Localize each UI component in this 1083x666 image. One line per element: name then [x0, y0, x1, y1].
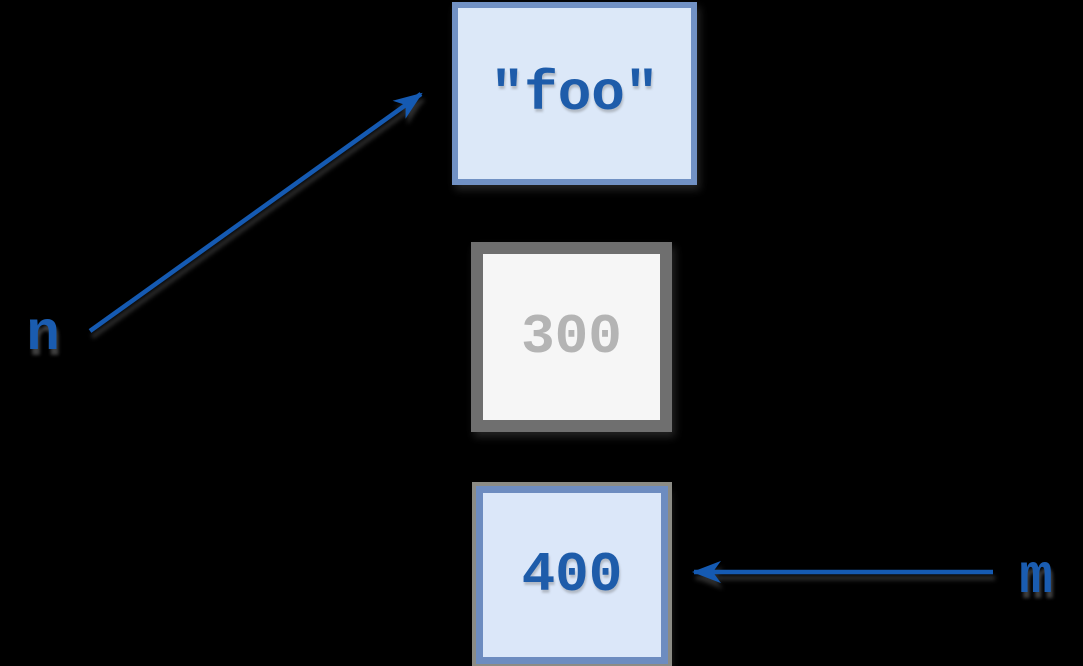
- variable-label-n: n: [26, 302, 60, 366]
- int-object-value: 400: [521, 543, 623, 607]
- int-object-box: 400: [472, 482, 672, 666]
- string-object-box: "foo": [452, 2, 697, 185]
- string-object-value: "foo": [490, 61, 659, 126]
- old-int-object-box: 300: [471, 242, 672, 432]
- arrow-n-to-foo: [88, 92, 423, 333]
- variable-label-m: m: [1019, 545, 1053, 609]
- old-int-object-value: 300: [521, 305, 622, 369]
